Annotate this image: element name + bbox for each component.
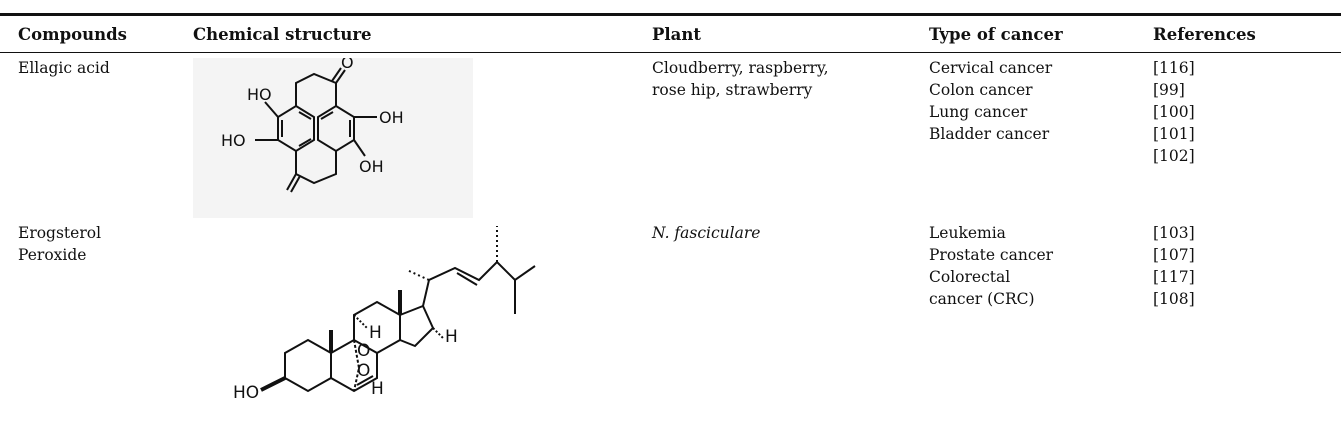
table-row-cancer-types: Cervical cancer Colon cancer Lung cancer… — [929, 59, 1053, 143]
header-chemical-structure: Chemical structure — [193, 25, 372, 44]
table-row-compound: Erogsterol Peroxide — [18, 224, 102, 264]
header-plant: Plant — [652, 25, 701, 44]
svg-text:OH: OH — [359, 157, 384, 176]
svg-text:H: H — [371, 379, 384, 399]
svg-text:H: H — [369, 323, 382, 343]
table-row-references: [116] [99] [100] [101] [102] — [1153, 59, 1195, 165]
svg-text:O: O — [357, 341, 370, 361]
table-row-compound: Ellagic acid — [18, 59, 110, 77]
header-type-of-cancer: Type of cancer — [929, 25, 1063, 44]
svg-text:H: H — [445, 327, 458, 347]
svg-text:O: O — [341, 58, 354, 72]
table-row-cancer-types: Leukemia Prostate cancer Colorectal canc… — [929, 224, 1054, 308]
ellagic-acid-structure: HO HO OH OH O — [193, 58, 473, 218]
table-top-rule — [0, 13, 1341, 16]
svg-text:HO: HO — [221, 131, 246, 150]
svg-text:HO: HO — [233, 383, 259, 403]
ergosterol-peroxide-structure: HO O O H H H — [233, 226, 536, 403]
svg-text:O: O — [357, 361, 370, 381]
header-references: References — [1153, 25, 1256, 44]
table-row-plant: Cloudberry, raspberry, rose hip, strawbe… — [652, 59, 829, 99]
header-compounds: Compounds — [18, 25, 127, 44]
svg-text:OH: OH — [379, 108, 404, 127]
svg-text:HO: HO — [247, 85, 272, 104]
table-row-plant: N. fasciculare — [652, 224, 761, 242]
table-header-rule — [0, 52, 1341, 53]
table-row-references: [103] [107] [117] [108] — [1153, 224, 1195, 308]
